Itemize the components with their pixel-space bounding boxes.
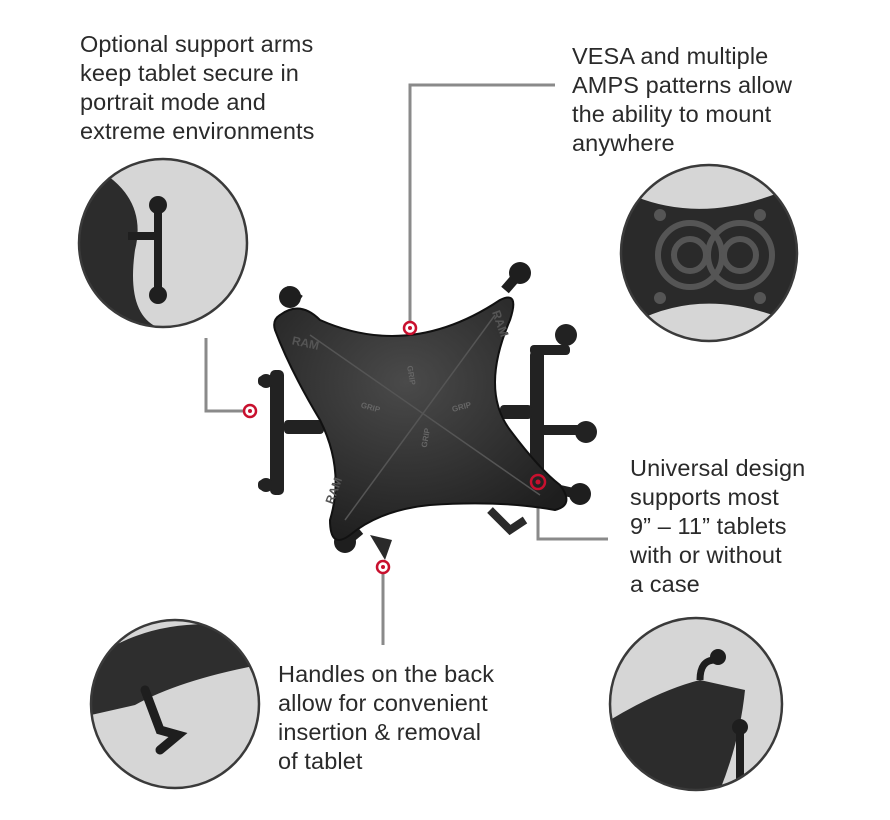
- vesa-pattern-detail-icon: [619, 163, 799, 343]
- cradle-body: [273, 296, 568, 541]
- callout-line: Optional support arms: [80, 31, 314, 57]
- callout-line: AMPS patterns allow: [572, 72, 793, 98]
- grip-mark-top: GRIP: [405, 365, 417, 386]
- right-support-arm: [500, 324, 597, 480]
- callout-line: the ability to mount: [572, 101, 772, 127]
- x-grip-cradle: RAM RAM RAM GRIP GRIP GRIP GRIP: [258, 262, 597, 560]
- marker-universal: [529, 473, 547, 491]
- callout-markers: [242, 320, 547, 575]
- brand-mark-top-left: RAM: [291, 333, 321, 352]
- callout-line: with or without: [630, 542, 782, 568]
- callout-line: a case: [630, 571, 700, 597]
- callout-line: supports most: [630, 484, 779, 510]
- callout-support-arms: Optional support arms keep tablet secure…: [80, 30, 315, 146]
- callout-line: of tablet: [278, 748, 363, 774]
- support-arm-detail-icon: [77, 157, 249, 329]
- grip-mark-bottom: GRIP: [420, 427, 432, 448]
- left-support-arm: [258, 370, 324, 495]
- callout-line: keep tablet secure in: [80, 60, 299, 86]
- callout-line: anywhere: [572, 130, 675, 156]
- callout-line: 9” – 11” tablets: [630, 513, 787, 539]
- callout-universal-design: Universal design supports most 9” – 11” …: [630, 454, 805, 599]
- cradle-arm-detail-icon: [608, 616, 784, 792]
- marker-handles: [375, 559, 391, 575]
- marker-arms: [242, 403, 258, 419]
- callout-line: VESA and multiple: [572, 43, 769, 69]
- leader-line-arms: [204, 338, 244, 413]
- callout-line: extreme environments: [80, 118, 315, 144]
- callout-line: Handles on the back: [278, 661, 495, 687]
- callout-vesa: VESA and multiple AMPS patterns allow th…: [572, 42, 792, 158]
- callout-line: allow for convenient: [278, 690, 488, 716]
- cradle-ridges: [309, 314, 541, 521]
- callout-line: insertion & removal: [278, 719, 482, 745]
- handle-detail-icon: [89, 618, 261, 790]
- callout-line: Universal design: [630, 455, 806, 481]
- leader-line-vesa: [408, 83, 555, 322]
- marker-vesa: [402, 320, 418, 336]
- callout-handles: Handles on the back allow for convenient…: [278, 660, 494, 776]
- callout-line: portrait mode and: [80, 89, 266, 115]
